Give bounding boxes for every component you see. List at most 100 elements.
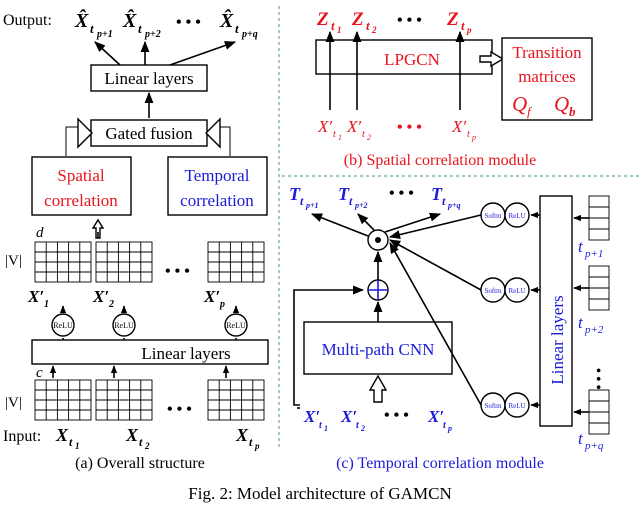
svg-text:p+q: p+q	[584, 440, 604, 452]
svg-text:t: t	[443, 420, 447, 431]
spatial-correlation-label-2: correlation	[44, 191, 118, 210]
svg-text:t: t	[235, 21, 239, 36]
svg-text:T: T	[338, 184, 350, 204]
relu-node-p: ReLU	[222, 305, 248, 378]
svg-text:2: 2	[360, 424, 365, 433]
svg-text:p+q: p+q	[241, 29, 258, 40]
svg-text:X′: X′	[203, 287, 220, 306]
softmax-relu-pair-3: Softm ReLU	[389, 242, 540, 418]
grid-dots-bottom: • • •	[167, 401, 192, 418]
svg-text:ReLU: ReLU	[53, 321, 73, 330]
input-x-2: X t 2	[125, 425, 150, 451]
feature-grids-top	[34, 241, 265, 283]
x-prime-2: X′ 2	[92, 287, 114, 310]
svg-text:Q: Q	[512, 92, 527, 116]
tp-1-label: t p+1	[578, 237, 603, 260]
svg-text:Z: Z	[351, 9, 364, 30]
multi-path-cnn-box	[303, 321, 453, 375]
spatial-x-2: X′ t 2	[346, 117, 371, 142]
output-dots: • • •	[176, 14, 201, 31]
caption-b: (b) Spatial correlation module	[344, 152, 536, 169]
time-vector-q	[573, 389, 610, 435]
linear-layers-top-label: Linear layers	[104, 69, 193, 88]
temporal-x-2: X′ t 2	[340, 407, 365, 433]
svg-text:f: f	[527, 104, 533, 119]
svg-text:t: t	[356, 420, 360, 431]
svg-text:t: t	[319, 420, 323, 431]
svg-text:Z: Z	[316, 9, 329, 30]
input-x-p: X t p	[235, 425, 260, 451]
feature-grid-top-3	[207, 241, 265, 283]
svg-text:t: t	[578, 429, 584, 448]
input-grid-2	[95, 379, 153, 421]
svg-text:X: X	[235, 425, 249, 445]
output-label: Output:	[3, 12, 52, 29]
svg-text:t: t	[467, 129, 470, 140]
input-grids	[34, 379, 265, 421]
z-1: Z t 1	[316, 9, 342, 35]
svg-text:t: t	[366, 18, 370, 33]
svg-text:2: 2	[144, 441, 150, 451]
transition-matrices-box	[501, 37, 593, 121]
linear-layers-top-box	[90, 64, 208, 92]
svg-text:t: t	[442, 194, 446, 208]
time-vector-2	[573, 265, 610, 311]
svg-text:Softm: Softm	[484, 402, 502, 410]
overall-structure-panel: Output: X̂ t p+1 X̂ t p+2 • • • X̂ t p+q…	[3, 8, 269, 472]
svg-text:p+1: p+1	[584, 248, 603, 260]
transition-label-1: Transition	[512, 43, 582, 62]
t-p1: T t p+1	[289, 184, 319, 210]
relu-node-1: ReLU	[49, 305, 75, 378]
svg-text:p: p	[447, 424, 452, 433]
svg-text:t: t	[249, 435, 253, 449]
svg-text:X′: X′	[27, 287, 44, 306]
svg-text:X′: X′	[427, 407, 444, 426]
svg-text:t: t	[578, 313, 584, 332]
svg-text:X̂: X̂	[74, 8, 89, 32]
gated-fusion-label: Gated fusion	[105, 124, 193, 143]
v-label-bottom: |V|	[5, 395, 22, 411]
temporal-linear-layers-label: Linear layers	[548, 295, 567, 384]
svg-text:ReLU: ReLU	[226, 321, 246, 330]
d-label: d	[36, 225, 44, 241]
output-x-1: X̂ t p+1	[74, 8, 113, 40]
input-grid-3	[207, 379, 265, 421]
temporal-linear-layers-box	[539, 195, 573, 427]
z-p: Z t p	[446, 9, 472, 35]
svg-text:T: T	[289, 184, 301, 204]
svg-text:p: p	[219, 299, 225, 310]
svg-text:T: T	[431, 184, 443, 204]
svg-text:Z: Z	[446, 9, 459, 30]
svg-text:1: 1	[324, 424, 328, 433]
input-x-1: X t 1	[55, 425, 80, 451]
svg-text:1: 1	[75, 441, 80, 451]
spatial-correlation-box	[31, 156, 132, 216]
svg-text:t: t	[331, 18, 335, 33]
temporal-correlation-label-2: correlation	[180, 191, 254, 210]
svg-text:p+1: p+1	[305, 201, 319, 210]
t-p2: T t p+2	[338, 184, 368, 210]
q-b: Q b	[554, 92, 576, 119]
relu-node-2: ReLU	[110, 305, 136, 378]
output-x-q: X̂ t p+q	[219, 8, 258, 40]
grid-dots-top: • • •	[165, 263, 190, 280]
linear-layers-bottom-label: Linear layers	[141, 344, 230, 363]
vector-dots: • • •	[590, 368, 605, 390]
feature-grid-top-1	[34, 241, 92, 283]
svg-text:Softm: Softm	[484, 287, 502, 295]
svg-text:ReLU: ReLU	[508, 287, 525, 295]
svg-text:t: t	[362, 129, 365, 140]
svg-text:2: 2	[108, 299, 114, 310]
relu-nodes: ReLU ReLU ReLU	[49, 305, 248, 378]
svg-text:X: X	[125, 425, 139, 445]
svg-text:X′: X′	[451, 117, 466, 136]
svg-text:t: t	[349, 194, 353, 208]
svg-text:X′: X′	[92, 287, 109, 306]
svg-text:b: b	[569, 104, 576, 119]
output-x-2: X̂ t p+2	[122, 8, 161, 40]
svg-text:p+2: p+2	[144, 29, 161, 40]
svg-text:ReLU: ReLU	[114, 321, 134, 330]
z-dots: • • •	[397, 12, 422, 29]
